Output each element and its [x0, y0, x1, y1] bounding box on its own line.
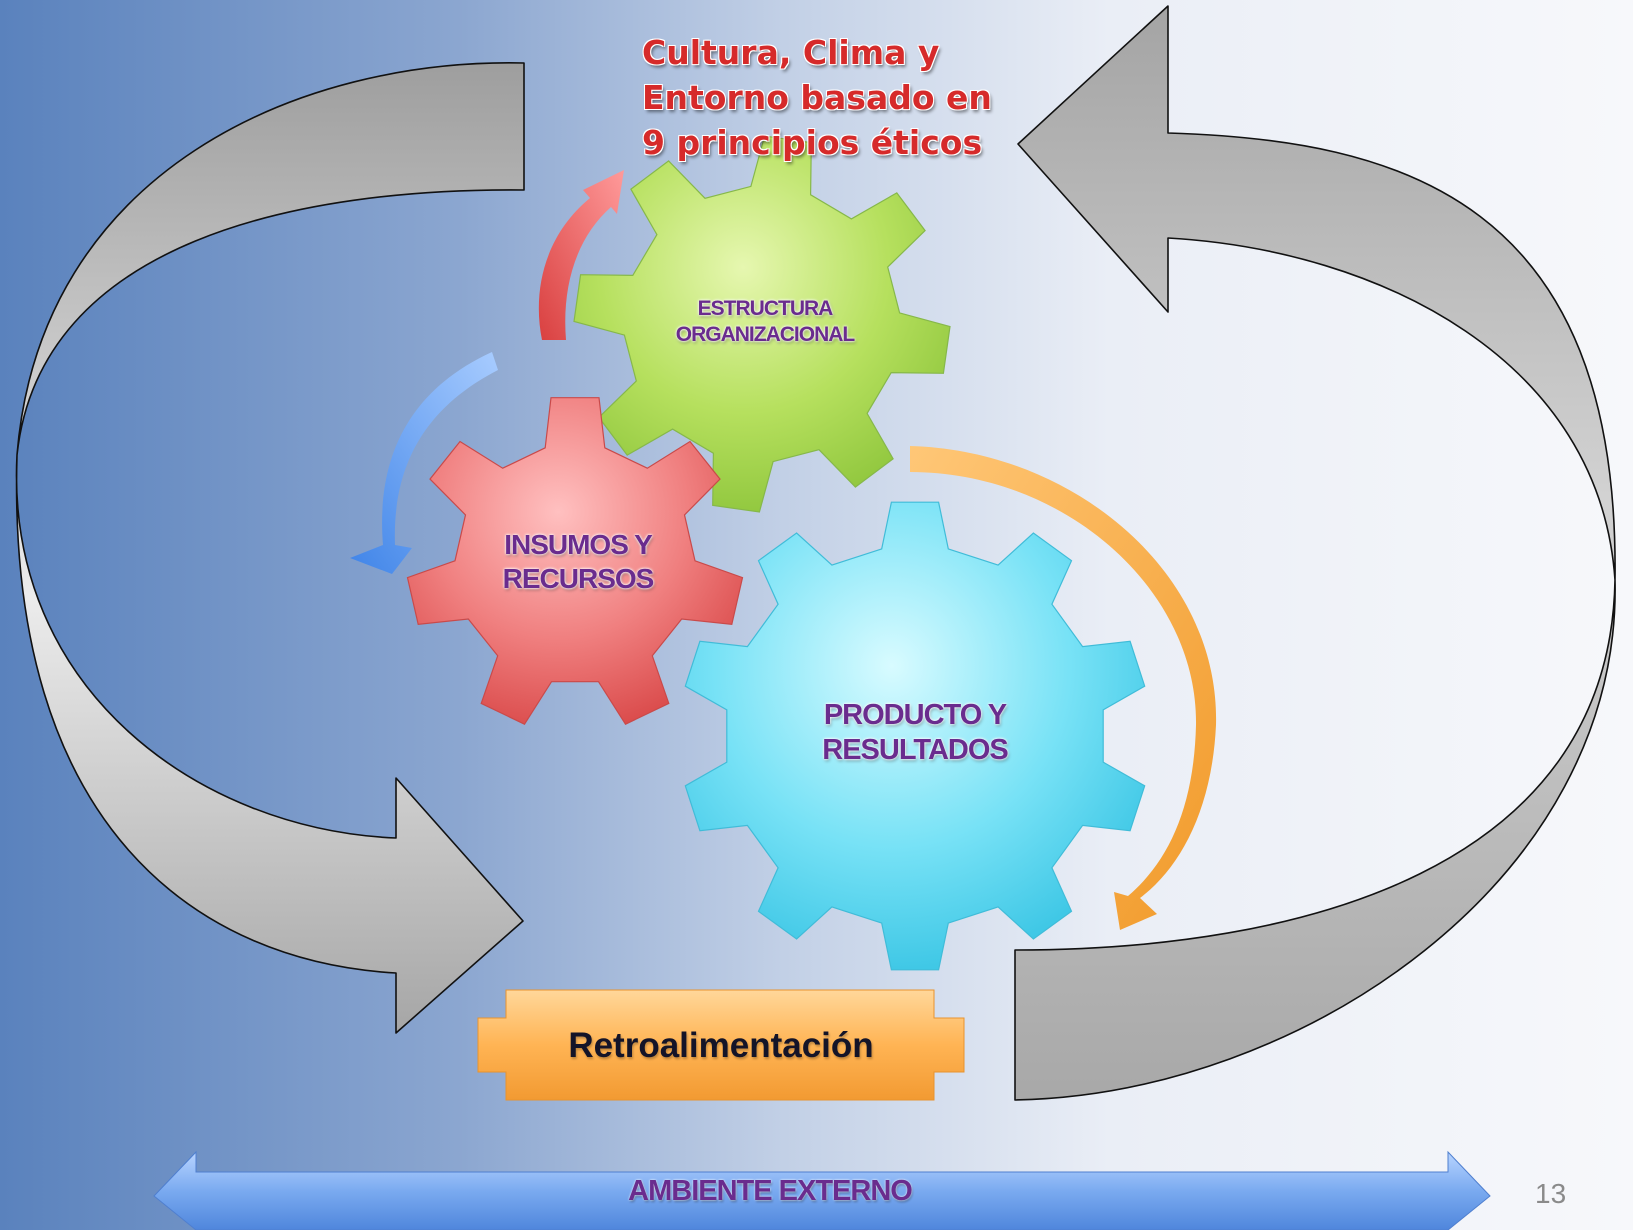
ambiente-externo-label: AMBIENTE EXTERNO: [628, 1175, 913, 1207]
blue-curved-arrow-icon: [350, 352, 498, 574]
gear-red-shape: [406, 397, 744, 725]
estructura-line-1: ESTRUCTURA: [697, 297, 834, 320]
double-headed-arrow-icon: [153, 1150, 1491, 1230]
slide-title: Cultura, Clima y Entorno basado en 9 pri…: [642, 30, 1002, 165]
gear-green-shape: [573, 135, 951, 513]
insumos-label: INSUMOS Y RECURSOS: [458, 528, 698, 596]
right-curved-arrow-icon: [1014, 5, 1616, 1101]
title-line-2: Entorno basado en: [642, 78, 992, 117]
red-curved-arrow-icon: [538, 170, 624, 340]
page-number: 13: [1535, 1178, 1567, 1209]
title-line-1: Cultura, Clima y: [642, 33, 940, 72]
orange-curved-arrow-icon: [910, 446, 1217, 930]
gear-estructura-organizacional: [573, 135, 951, 513]
estructura-line-2: ORGANIZACIONAL: [675, 322, 856, 346]
producto-line-2: RESULTADOS: [822, 734, 1008, 767]
gear-cyan-shape: [684, 501, 1146, 971]
retroalimentacion-box: [477, 989, 965, 1101]
producto-line-1: PRODUCTO Y: [823, 699, 1007, 731]
insumos-line-1: INSUMOS Y: [504, 529, 653, 560]
insumos-line-2: RECURSOS: [502, 563, 655, 595]
gear-insumos-recursos: [406, 397, 744, 725]
title-line-3: 9 principios éticos: [642, 123, 983, 162]
estructura-label: ESTRUCTURA ORGANIZACIONAL: [640, 296, 890, 347]
retroalimentacion-label: Retroalimentación: [568, 1026, 874, 1065]
left-curved-arrow-icon: [15, 62, 525, 1034]
producto-label: PRODUCTO Y RESULTADOS: [790, 698, 1040, 769]
gear-producto-resultados: [684, 501, 1146, 971]
